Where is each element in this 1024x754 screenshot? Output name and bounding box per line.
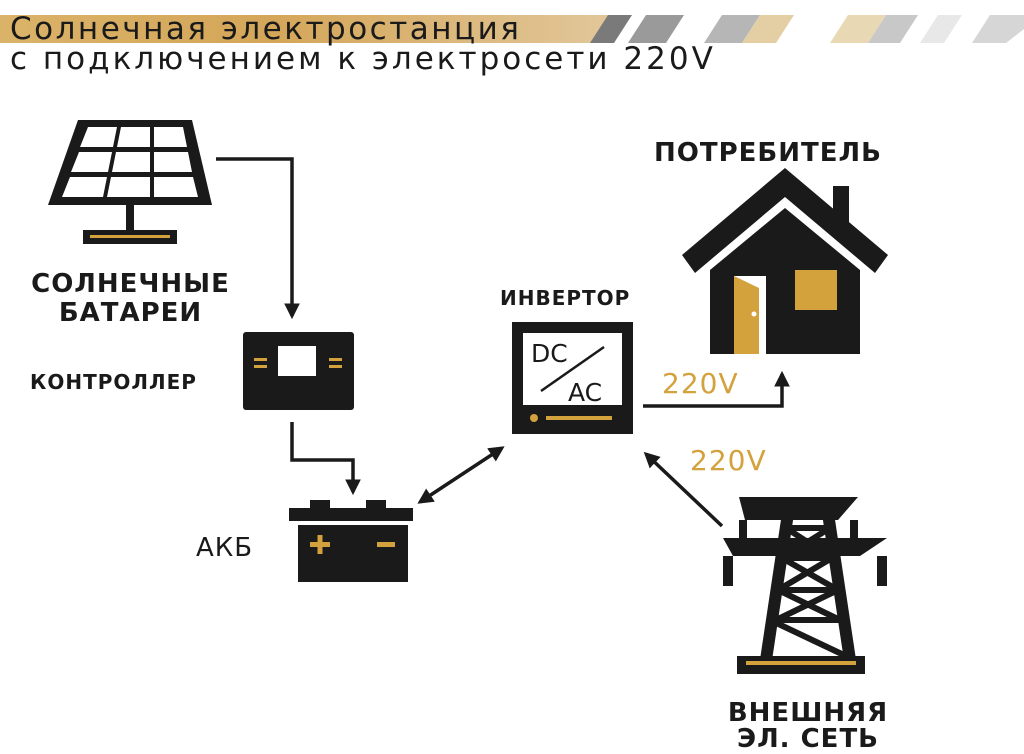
arrow-battery-inverter: [417, 446, 505, 504]
title-line-1: Солнечная электростанция: [10, 11, 522, 47]
battery-icon: [289, 500, 413, 582]
arrow-inverter-to-consumer: [643, 370, 790, 408]
grid-label: ВНЕШНЯЯ ЭЛ. СЕТЬ: [727, 698, 889, 754]
connectors: [216, 157, 790, 528]
house-icon: [682, 168, 888, 354]
voltage-from-grid: 220V: [690, 444, 767, 477]
solar-panel-icon: [48, 120, 212, 244]
consumer-label: ПОТРЕБИТЕЛЬ: [654, 138, 882, 168]
voltage-to-consumer: 220V: [662, 367, 739, 400]
arrow-grid-to-inverter: [643, 451, 724, 528]
battery-label: АКБ: [196, 533, 254, 563]
title-stripes: [590, 15, 1024, 43]
inverter-ac-text: AC: [568, 378, 602, 407]
power-tower-icon: [723, 497, 887, 674]
controller-label: КОНТРОЛЛЕР: [30, 370, 197, 394]
solar-panels-label: СОЛНЕЧНЫЕ БАТАРЕИ: [31, 269, 230, 328]
title-band: [0, 15, 610, 43]
inverter-icon: [512, 322, 633, 434]
inverter-dc-text: DC: [531, 339, 568, 368]
arrow-controller-to-battery: [290, 422, 361, 496]
title-line-2: с подключением к электросети 220V: [10, 41, 716, 77]
arrow-panel-to-controller: [216, 157, 300, 320]
controller-icon: [243, 332, 354, 410]
inverter-label: ИНВЕРТОР: [500, 286, 631, 310]
